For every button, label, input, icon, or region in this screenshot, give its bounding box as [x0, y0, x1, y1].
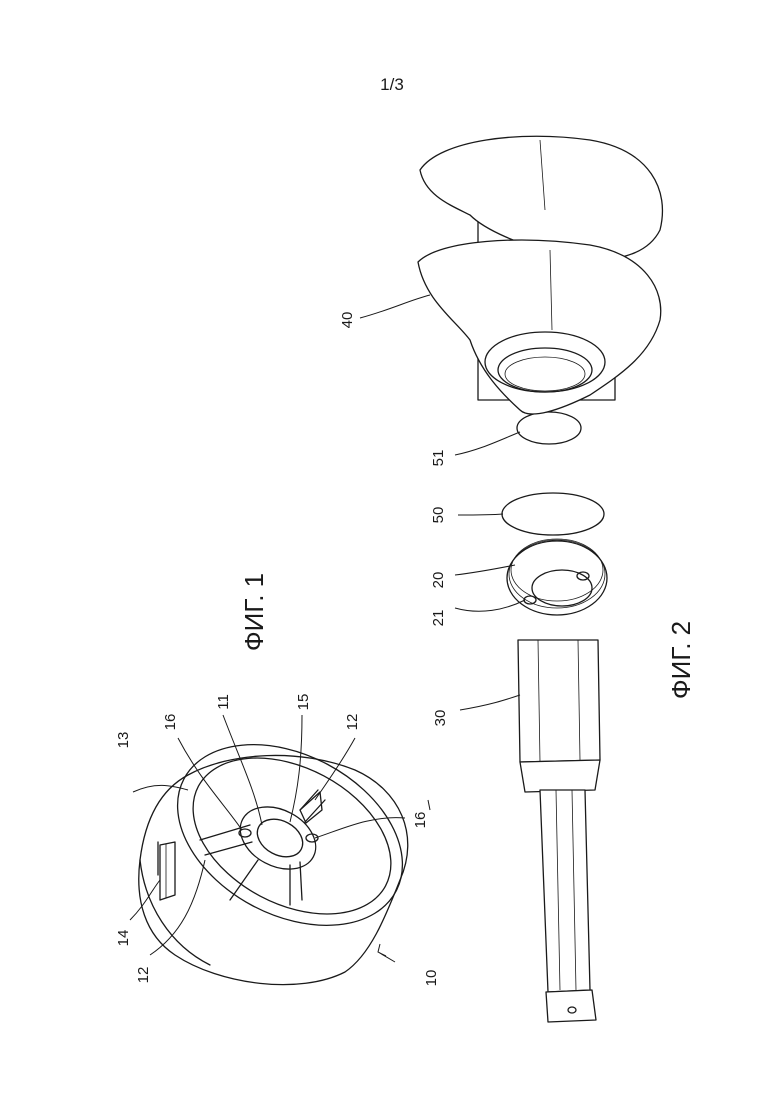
- label-50: 50: [430, 507, 447, 524]
- label-51: 51: [430, 450, 447, 467]
- fig2-nut-20-drawing: [507, 539, 607, 615]
- label-12b: 12: [344, 714, 361, 731]
- fig2-ring-50-drawing: [502, 493, 604, 535]
- fig2-ring-51-drawing: [517, 412, 581, 444]
- figure-caption-1: ФИГ. 1: [239, 573, 269, 651]
- label-13: 13: [115, 732, 132, 749]
- page-number: 1/3: [380, 75, 404, 94]
- label-11: 11: [215, 694, 232, 710]
- label-30: 30: [432, 710, 449, 727]
- fig2-shaft-30-drawing: [518, 640, 600, 1022]
- label-15: 15: [295, 694, 312, 711]
- label-16b: 16: [412, 812, 429, 829]
- label-14: 14: [115, 930, 132, 947]
- label-21: 21: [430, 610, 447, 627]
- label-20: 20: [430, 572, 447, 589]
- label-10: 10: [423, 970, 440, 987]
- label-40: 40: [339, 312, 356, 329]
- fig1-part-10-drawing: [139, 708, 434, 985]
- label-16a: 16: [162, 714, 179, 731]
- figure-caption-2: ФИГ. 2: [666, 621, 696, 699]
- fig2-screw-40-drawing: [418, 136, 662, 414]
- label-12a: 12: [135, 967, 152, 984]
